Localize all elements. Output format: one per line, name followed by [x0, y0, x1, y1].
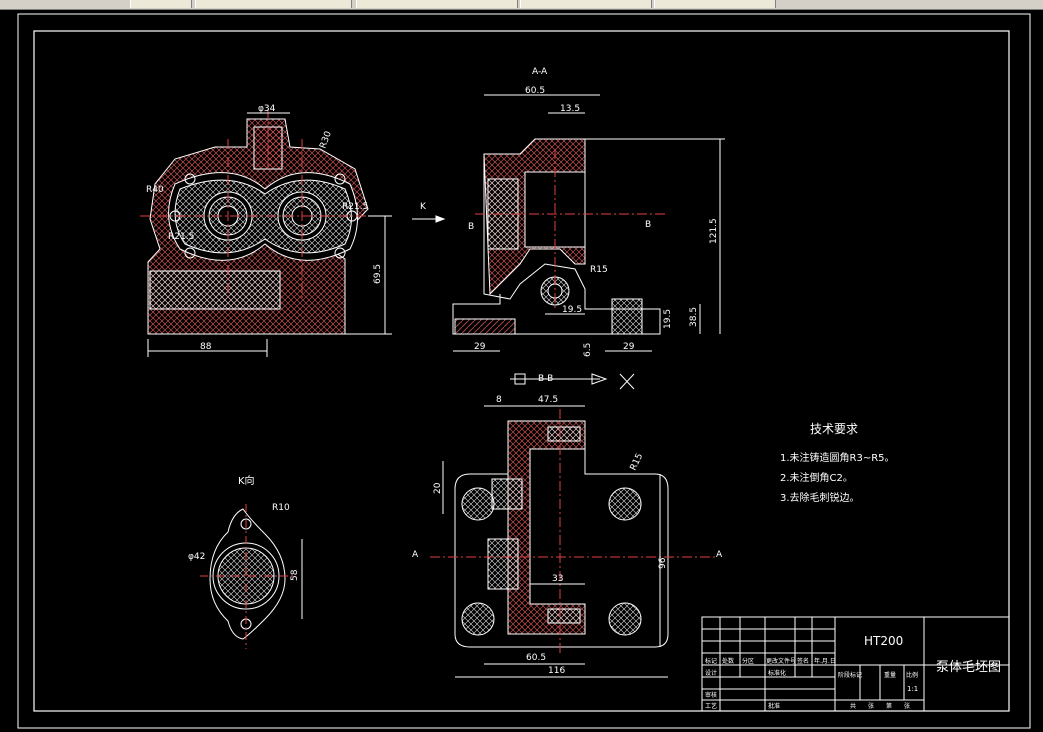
material-label: HT200: [864, 634, 903, 648]
tb-label: 分区: [742, 657, 754, 665]
label-k-arrow: K: [420, 202, 427, 212]
dim-d34: φ34: [258, 104, 276, 114]
dim-47-5: 47.5: [538, 395, 558, 405]
tb-label: 更改文件号: [766, 657, 796, 665]
tb-label: 设计: [705, 669, 717, 677]
k-view: [200, 504, 303, 649]
section-b-b: [430, 405, 715, 678]
requirements-title: 技术要求: [810, 422, 858, 436]
tb-label: 处数: [722, 657, 734, 665]
dim-r30: R30: [318, 130, 334, 150]
tb-label: 重量: [884, 671, 896, 679]
tb-label: 标准化: [768, 669, 786, 677]
inner-frame: [33, 30, 1010, 712]
requirement-item: 2.未注倒角C2。: [780, 471, 853, 484]
label-a-a: A-A: [532, 67, 548, 77]
dim-6-5: 6.5: [583, 343, 593, 357]
dim-58: 58: [290, 569, 300, 581]
dim-r15: R15: [590, 265, 608, 275]
dim-r10: R10: [272, 503, 290, 513]
dim-69-5: 69.5: [373, 264, 383, 284]
dim-8: 8: [496, 395, 502, 405]
section-a-a: [412, 94, 725, 390]
dim-96: 96: [658, 557, 668, 569]
outer-frame: [17, 13, 1031, 729]
requirement-item: 3.去除毛刺锐边。: [780, 491, 860, 504]
dim-38-5: 38.5: [689, 307, 699, 327]
dim-19-5b: 19.5: [663, 309, 673, 329]
tb-label: 张: [868, 702, 874, 710]
tb-label: 比例: [906, 671, 918, 679]
tb-label: 工艺: [705, 702, 717, 710]
dim-r15b: R15: [629, 452, 646, 472]
label-b-b: B-B: [538, 374, 553, 384]
front-view: [140, 109, 392, 357]
tb-label: 年.月.日: [814, 657, 836, 665]
label-section-a-left: A: [412, 550, 419, 560]
dim-r40: R40: [146, 185, 164, 195]
dim-29a: 29: [474, 342, 486, 352]
toolbar: [0, 0, 1043, 10]
dim-121-5: 121.5: [709, 218, 719, 244]
title-block: [701, 616, 1010, 712]
toolbar-tab[interactable]: [356, 0, 518, 8]
tb-label: 张: [904, 702, 910, 710]
dim-60-5b: 60.5: [526, 653, 546, 663]
toolbar-tab[interactable]: [654, 0, 776, 8]
cad-drawing-canvas[interactable]: φ34 R40 R30 R21.5 R21.5 88 69.5 A-A 60.5…: [0, 9, 1043, 732]
tb-label: 共: [850, 702, 856, 710]
part-name: 泵体毛坯图: [936, 660, 1001, 675]
toolbar-tab[interactable]: [520, 0, 652, 8]
tb-label: 阶段标记: [838, 671, 862, 679]
tb-label: 批准: [768, 702, 780, 710]
label-section-a-right: A: [716, 550, 723, 560]
tb-label: 签名: [797, 657, 809, 665]
toolbar-tab[interactable]: [195, 0, 352, 8]
label-k-view: K向: [238, 474, 255, 487]
dim-r21-5a: R21.5: [342, 202, 368, 212]
dim-116: 116: [548, 666, 565, 676]
tb-label: 标记: [705, 657, 717, 665]
scale-value: 1:1: [907, 685, 918, 693]
title-block-text: HT200 泵体毛坯图 1:1 标记 处数 分区 更改文件号 签名 年.月.日 …: [705, 634, 1001, 710]
requirement-item: 1.未注铸造圆角R3~R5。: [780, 451, 895, 464]
label-section-b-right: B: [645, 220, 651, 230]
dim-13-5: 13.5: [560, 104, 580, 114]
toolbar-tab[interactable]: [130, 0, 192, 8]
tb-label: 审核: [705, 691, 717, 699]
dim-20: 20: [433, 482, 443, 494]
technical-requirements: 技术要求 1.未注铸造圆角R3~R5。 2.未注倒角C2。 3.去除毛刺锐边。: [780, 422, 895, 504]
label-section-b-left: B: [468, 222, 474, 232]
dim-29b: 29: [623, 342, 635, 352]
dim-r21-5b: R21.5: [168, 232, 194, 242]
dim-88: 88: [200, 342, 212, 352]
dim-33: 33: [552, 574, 563, 584]
dim-60-5: 60.5: [525, 86, 545, 96]
dimension-labels: φ34 R40 R30 R21.5 R21.5 88 69.5 A-A 60.5…: [146, 67, 723, 676]
tb-label: 第: [886, 702, 892, 710]
dim-d42: φ42: [188, 552, 205, 562]
dim-19-5a: 19.5: [562, 305, 582, 315]
